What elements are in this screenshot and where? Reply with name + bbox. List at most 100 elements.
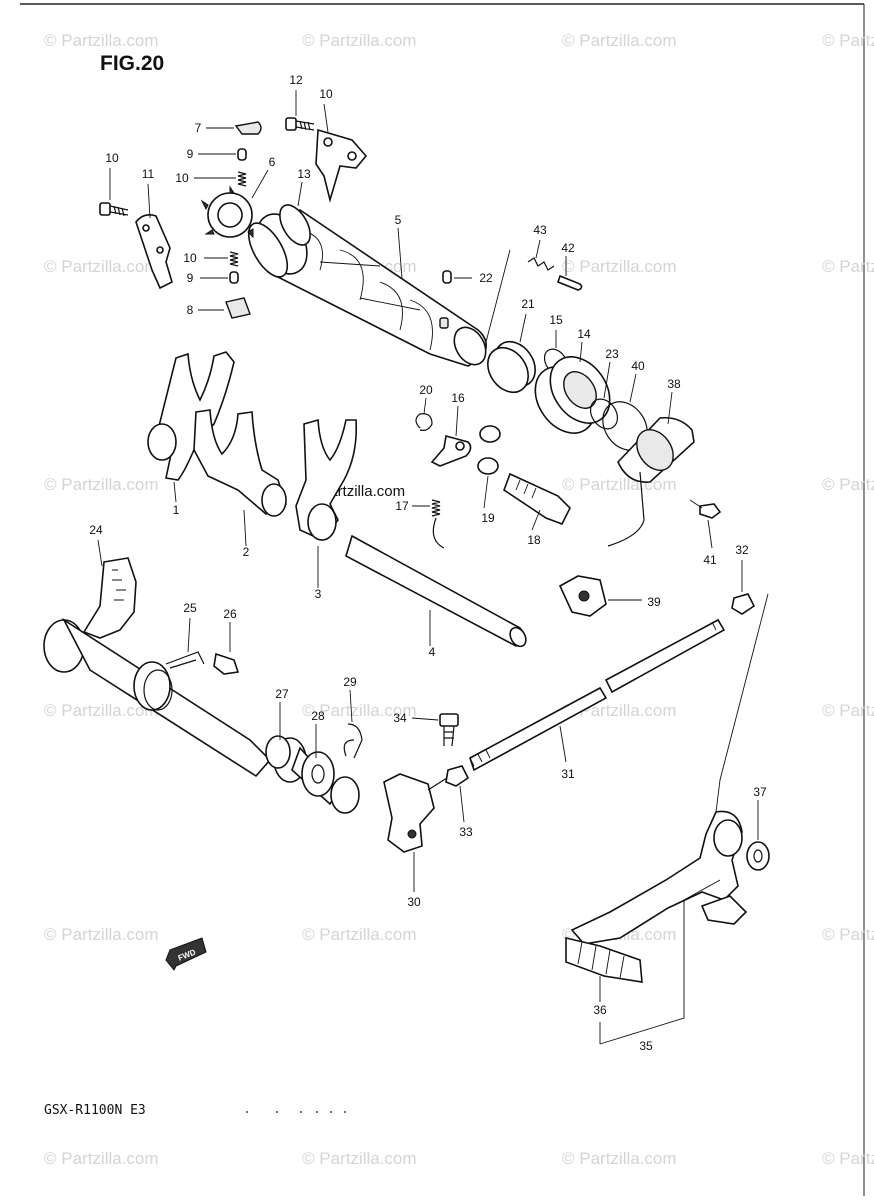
callout-16: 14 [577, 327, 591, 341]
callout-2: 2 [243, 545, 250, 559]
part-circlip-25[interactable] [585, 394, 623, 434]
watermark: © Partzilla.com [44, 475, 159, 494]
part-bolt-20[interactable] [503, 472, 571, 526]
part-fork-2[interactable] [193, 409, 287, 517]
callout-10b: 10 [183, 251, 197, 265]
watermark: © Partzilla.com [44, 31, 159, 50]
part-arm-18[interactable] [430, 434, 472, 467]
callout-29: 27 [275, 687, 289, 701]
part-cam-stopper[interactable] [234, 121, 262, 135]
callout-36: 34 [393, 711, 407, 725]
callout-33: 31 [561, 767, 575, 781]
watermark: © Partzilla.com [822, 925, 874, 944]
watermark: © Partzilla.com [822, 31, 874, 50]
callout-1: 1 [173, 503, 180, 517]
callout-17: 15 [549, 313, 563, 327]
part-pin-44[interactable] [557, 274, 583, 291]
callout-31: 29 [343, 675, 357, 689]
callout-6: 6 [269, 155, 276, 169]
part-washer-39[interactable] [746, 841, 770, 871]
part-screw-2[interactable] [285, 117, 315, 131]
part-fork-3[interactable] [295, 418, 358, 541]
model-code: GSX-R1100N E3 [44, 1103, 146, 1118]
watermark: © Partzilla.com [562, 257, 677, 276]
callout-25: 23 [605, 347, 619, 361]
part-washer-30[interactable] [301, 751, 335, 797]
watermark: © Partzilla.com [822, 475, 874, 494]
callout-22: 20 [419, 383, 433, 397]
callout-19: 17 [395, 499, 409, 513]
part-pin[interactable] [229, 148, 452, 284]
callout-3: 3 [315, 587, 322, 601]
part-bearing-ring[interactable] [274, 200, 317, 250]
part-damper-41[interactable] [558, 575, 607, 617]
part-clip-22[interactable] [415, 413, 433, 431]
leader-lines [97, 90, 769, 1045]
part-stopper-plate[interactable] [315, 128, 368, 204]
callout-10: 10 [175, 171, 189, 185]
watermark: © Partzilla.com [44, 701, 159, 720]
part-plate[interactable] [225, 297, 251, 319]
part-circlip-31[interactable] [343, 723, 363, 759]
callout-labels: 12 10 7 9 10 6 10 11 13 5 10 9 8 22 43 4… [89, 73, 767, 1053]
part-cam-driven-gear[interactable] [200, 185, 254, 239]
watermark: © Partzilla.com [44, 257, 159, 276]
watermark: © Partzilla.com [822, 257, 874, 276]
part-bolt-43[interactable] [699, 503, 722, 519]
part-fork-shaft[interactable] [345, 534, 529, 649]
part-gearshift-lever[interactable] [570, 810, 748, 945]
part-collar-21[interactable] [477, 425, 501, 475]
callout-14: 12 [289, 73, 303, 87]
part-shift-rod-33[interactable] [469, 618, 726, 772]
watermark-grid: © Partzilla.com © Partzilla.com © Partzi… [44, 31, 874, 1168]
part-return-spring-27[interactable] [133, 651, 205, 711]
part-oil-seal-29[interactable] [265, 735, 291, 769]
callout-32: 30 [407, 895, 421, 909]
part-spring[interactable] [229, 171, 247, 267]
part-spring-19[interactable] [431, 499, 445, 549]
part-bearing-16[interactable] [523, 346, 622, 445]
callout-41: 39 [647, 595, 661, 609]
part-spring-45[interactable] [527, 257, 555, 271]
callout-34: 32 [735, 543, 749, 557]
watermark: © Partzilla.com [822, 1149, 874, 1168]
callout-7: 7 [195, 121, 202, 135]
part-shift-arm-32[interactable] [383, 773, 451, 853]
callout-44: 42 [561, 241, 575, 255]
callout-38: 36 [593, 1003, 607, 1017]
part-shift-cam-drum[interactable] [241, 205, 492, 370]
fwd-arrow-icon: FWD [165, 937, 207, 971]
part-nut-34[interactable] [731, 593, 756, 615]
callout-8: 8 [187, 303, 194, 317]
watermark: © Partzilla.com [302, 925, 417, 944]
part-pin-28[interactable] [213, 652, 240, 675]
part-cover-40[interactable] [607, 416, 695, 547]
callout-18: 16 [451, 391, 465, 405]
watermark: © Partzilla.com [44, 925, 159, 944]
part-nut-35[interactable] [445, 765, 470, 787]
part-bearing-23[interactable] [479, 334, 543, 400]
callout-20: 18 [527, 533, 541, 547]
figure-title: FIG.20 [100, 52, 164, 75]
watermark: © Partzilla.com [302, 1149, 417, 1168]
callout-30: 28 [311, 709, 325, 723]
callout-39: 37 [753, 785, 767, 799]
watermark: © Partzilla.com [44, 1149, 159, 1168]
part-rubber-38[interactable] [565, 936, 643, 983]
callout-13: 11 [142, 167, 155, 181]
callout-5: 5 [395, 213, 402, 227]
watermark: © Partzilla.com [302, 701, 417, 720]
callout-9b: 9 [187, 271, 194, 285]
callout-26: 24 [89, 523, 103, 537]
watermark: © Partzilla.com [562, 31, 677, 50]
callout-24: 22 [479, 271, 493, 285]
callout-28: 26 [223, 607, 237, 621]
callout-45: 43 [533, 223, 547, 237]
callout-12: 10 [105, 151, 119, 165]
part-stopper-plate-2[interactable] [135, 214, 173, 290]
part-screw[interactable] [99, 202, 129, 217]
part-bolt-36[interactable] [439, 713, 459, 747]
callout-23: 21 [521, 297, 535, 311]
callout-27: 25 [183, 601, 197, 615]
